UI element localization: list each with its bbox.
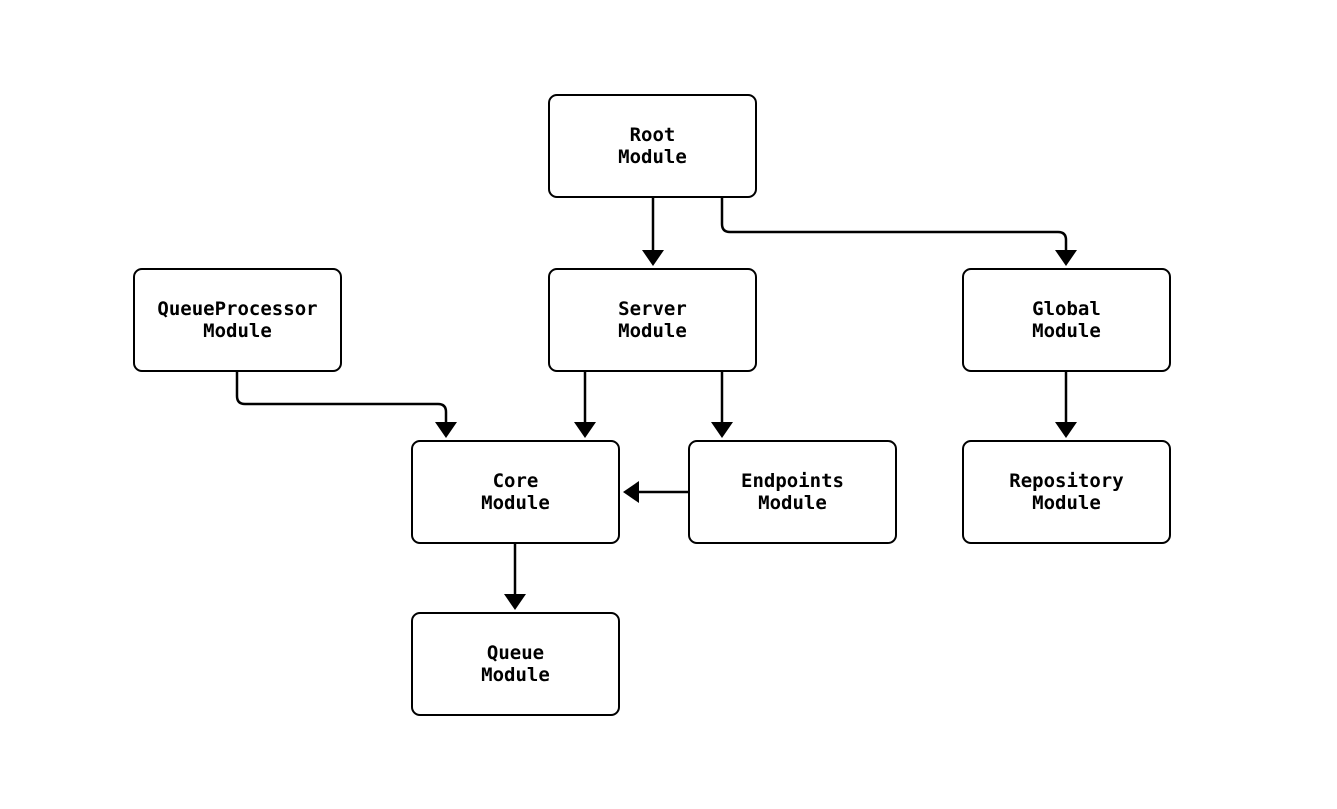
node-label-line1: Global bbox=[1032, 298, 1101, 320]
node-server-module: Server Module bbox=[548, 268, 757, 372]
node-label: Core Module bbox=[481, 470, 550, 514]
edge-line bbox=[235, 372, 448, 422]
node-label: Global Module bbox=[1032, 298, 1101, 342]
node-label-line2: Module bbox=[481, 664, 550, 686]
edge-queueprocessor-to-core bbox=[235, 372, 457, 438]
node-label: QueueProcessor Module bbox=[157, 298, 317, 342]
edge-endpoints-to-core bbox=[623, 481, 688, 503]
node-root-module: Root Module bbox=[548, 94, 757, 198]
arrowhead-icon bbox=[435, 422, 457, 438]
edge-core-to-queue bbox=[504, 544, 526, 610]
edge-global-to-repository bbox=[1055, 372, 1077, 438]
edge-line bbox=[720, 198, 1068, 250]
node-label-line2: Module bbox=[481, 492, 550, 514]
node-label-line1: Server bbox=[618, 298, 687, 320]
node-core-module: Core Module bbox=[411, 440, 620, 544]
node-label-line1: QueueProcessor bbox=[157, 298, 318, 320]
node-repository-module: Repository Module bbox=[962, 440, 1171, 544]
node-label-line1: Root bbox=[629, 124, 676, 146]
node-queue-module: Queue Module bbox=[411, 612, 620, 716]
arrowhead-icon bbox=[642, 250, 664, 266]
node-label: Endpoints Module bbox=[741, 470, 844, 514]
arrowhead-icon bbox=[711, 422, 733, 438]
node-label: Server Module bbox=[618, 298, 687, 342]
node-label-line2: Module bbox=[758, 492, 827, 514]
edge-root-to-global bbox=[720, 198, 1077, 266]
edge-server-to-core bbox=[574, 372, 596, 438]
edge-root-to-server bbox=[642, 198, 664, 266]
arrowhead-icon bbox=[623, 481, 639, 503]
node-label: Repository Module bbox=[1009, 470, 1123, 514]
node-global-module: Global Module bbox=[962, 268, 1171, 372]
arrowhead-icon bbox=[1055, 250, 1077, 266]
arrowhead-icon bbox=[504, 594, 526, 610]
arrowhead-icon bbox=[574, 422, 596, 438]
node-endpoints-module: Endpoints Module bbox=[688, 440, 897, 544]
node-label-line2: Module bbox=[1032, 492, 1101, 514]
node-label-line1: Queue bbox=[486, 642, 545, 664]
arrowhead-icon bbox=[1055, 422, 1077, 438]
node-label-line2: Module bbox=[618, 146, 687, 168]
node-label: Root Module bbox=[618, 124, 687, 168]
node-label-line2: Module bbox=[1032, 320, 1101, 342]
node-label-line2: Module bbox=[618, 320, 687, 342]
node-label-line2: Module bbox=[203, 320, 272, 342]
node-label-line1: Core bbox=[492, 470, 539, 492]
edge-server-to-endpoints bbox=[711, 372, 733, 438]
node-queueprocessor-module: QueueProcessor Module bbox=[133, 268, 342, 372]
node-label-line1: Repository bbox=[1009, 470, 1124, 492]
node-label-line1: Endpoints bbox=[741, 470, 844, 492]
node-label: Queue Module bbox=[481, 642, 550, 686]
